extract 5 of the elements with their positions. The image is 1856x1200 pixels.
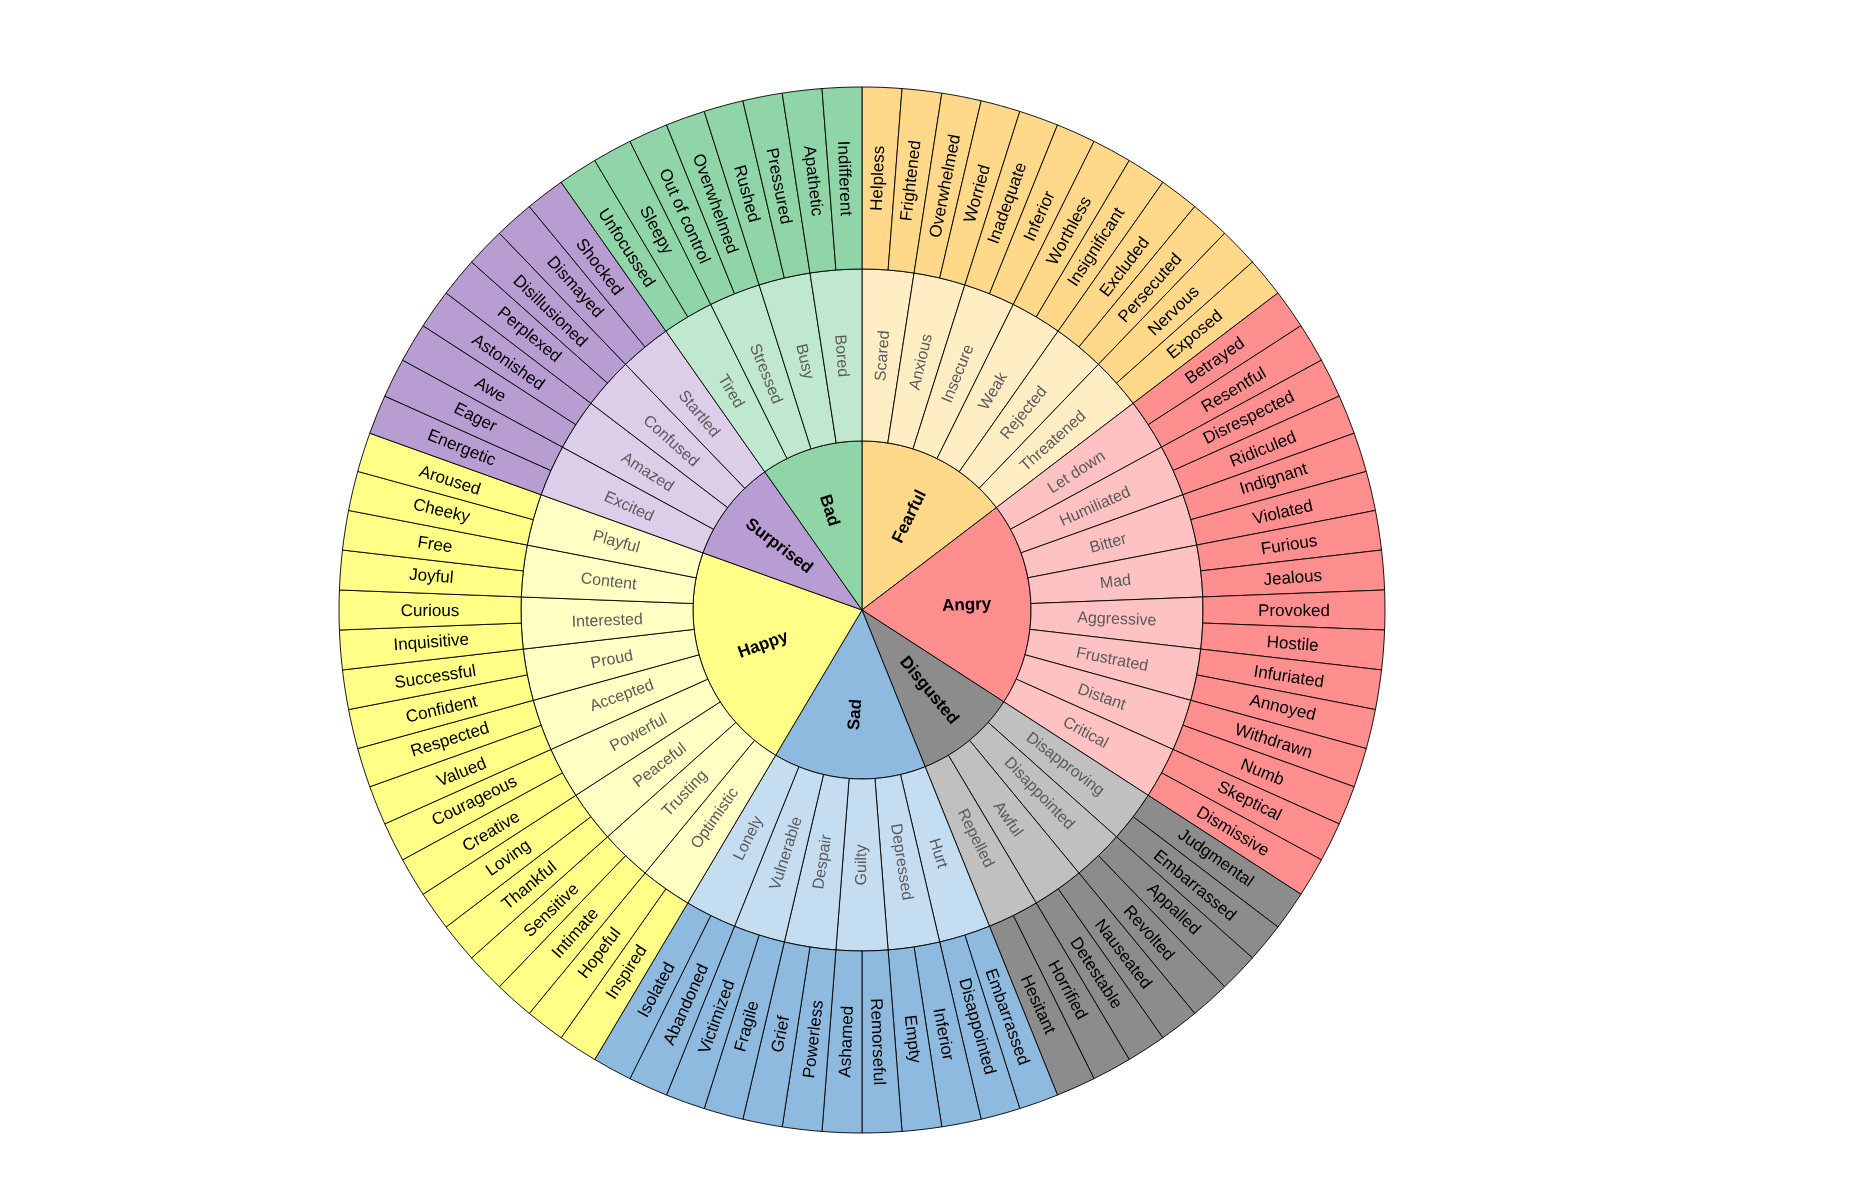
- middle-sector: Interested: [520, 596, 695, 650]
- outer-sector: Curious: [338, 589, 522, 631]
- middle-sector: Guilty: [835, 778, 889, 952]
- outer-sector: Provoked: [1202, 589, 1386, 631]
- outer-sector: Remorseful: [861, 949, 903, 1134]
